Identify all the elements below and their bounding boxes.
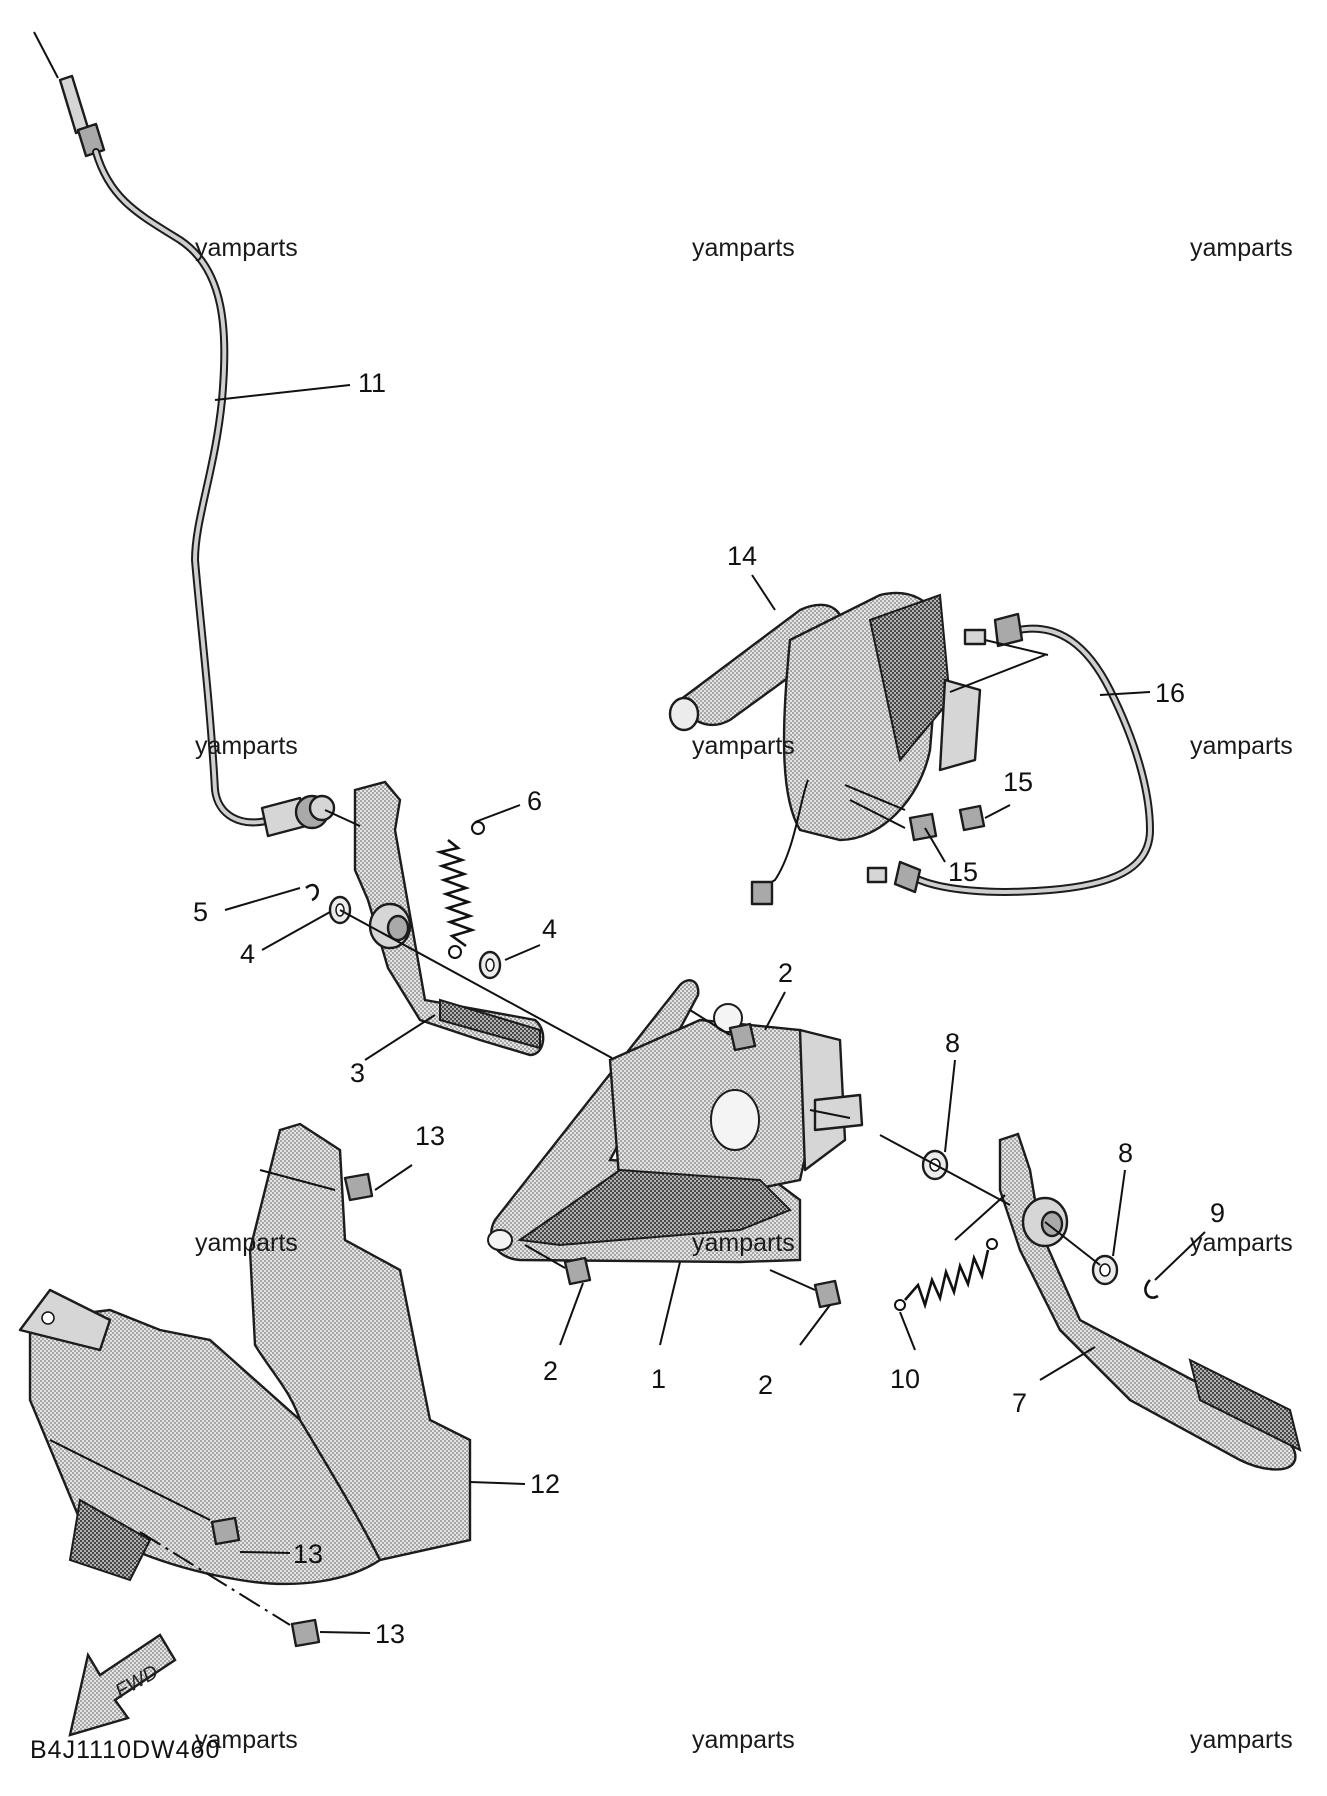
watermark-1: yamparts [195, 234, 298, 262]
callout-3: 3 [350, 1058, 365, 1088]
callout-2-top: 2 [778, 958, 793, 988]
leader-lines [214, 384, 1206, 1634]
callout-12: 12 [530, 1469, 560, 1499]
watermark-8: yamparts [692, 1229, 795, 1257]
callout-15-upper: 15 [1003, 767, 1033, 797]
watermark-3: yamparts [1190, 234, 1293, 262]
watermark-2: yamparts [692, 234, 795, 262]
cable-part-16 [866, 612, 1155, 896]
callout-4-right: 4 [542, 914, 557, 944]
callout-4-left: 4 [240, 939, 255, 969]
pedal-part-7 [998, 1132, 1302, 1471]
callout-1: 1 [651, 1364, 666, 1394]
callout-5: 5 [193, 897, 208, 927]
bolts-part-15 [908, 804, 986, 842]
callout-6: 6 [527, 786, 542, 816]
watermark-12: yamparts [1190, 1726, 1293, 1754]
fwd-arrow-icon: FWD [68, 1633, 177, 1737]
watermark-9: yamparts [1190, 1229, 1293, 1257]
watermarks: yamparts yamparts yamparts yamparts yamp… [195, 234, 1293, 1754]
arm-part-3 [353, 780, 545, 1057]
callouts: 11 14 16 15 15 6 5 4 4 3 2 13 8 8 9 2 1 … [193, 368, 1225, 1649]
callout-8-left: 8 [945, 1028, 960, 1058]
bracket-part-1 [487, 979, 864, 1264]
callout-13-bottom: 13 [375, 1619, 405, 1649]
lever-part-14 [668, 591, 1046, 906]
watermark-11: yamparts [692, 1726, 795, 1754]
spring-part-10 [894, 1238, 998, 1311]
guard-part-12 [18, 1122, 472, 1626]
spring-part-6 [435, 821, 485, 959]
watermark-6: yamparts [1190, 732, 1293, 760]
callout-13-top: 13 [415, 1121, 445, 1151]
watermark-10: yamparts [195, 1726, 298, 1754]
diagram-code: B4J1110DW460 [30, 1736, 220, 1764]
callout-14: 14 [727, 541, 757, 571]
callout-13-middle: 13 [293, 1539, 323, 1569]
callout-2-right: 2 [758, 1370, 773, 1400]
callout-10: 10 [890, 1364, 920, 1394]
cable-part-11 [33, 31, 336, 838]
callout-9: 9 [1210, 1198, 1225, 1228]
callout-16: 16 [1155, 678, 1185, 708]
assembly-axis-lines [324, 809, 1101, 1266]
callout-8-right: 8 [1118, 1138, 1133, 1168]
clip-part-9 [1144, 1279, 1159, 1299]
callout-2-left: 2 [543, 1356, 558, 1386]
callout-15-lower: 15 [948, 857, 978, 887]
watermark-5: yamparts [692, 732, 795, 760]
watermark-4: yamparts [195, 732, 298, 760]
callout-11: 11 [358, 368, 386, 398]
callout-7: 7 [1012, 1388, 1027, 1418]
bolts-part-13 [210, 1172, 374, 1648]
watermark-7: yamparts [195, 1229, 298, 1257]
bolts-part-2 [524, 1009, 842, 1309]
